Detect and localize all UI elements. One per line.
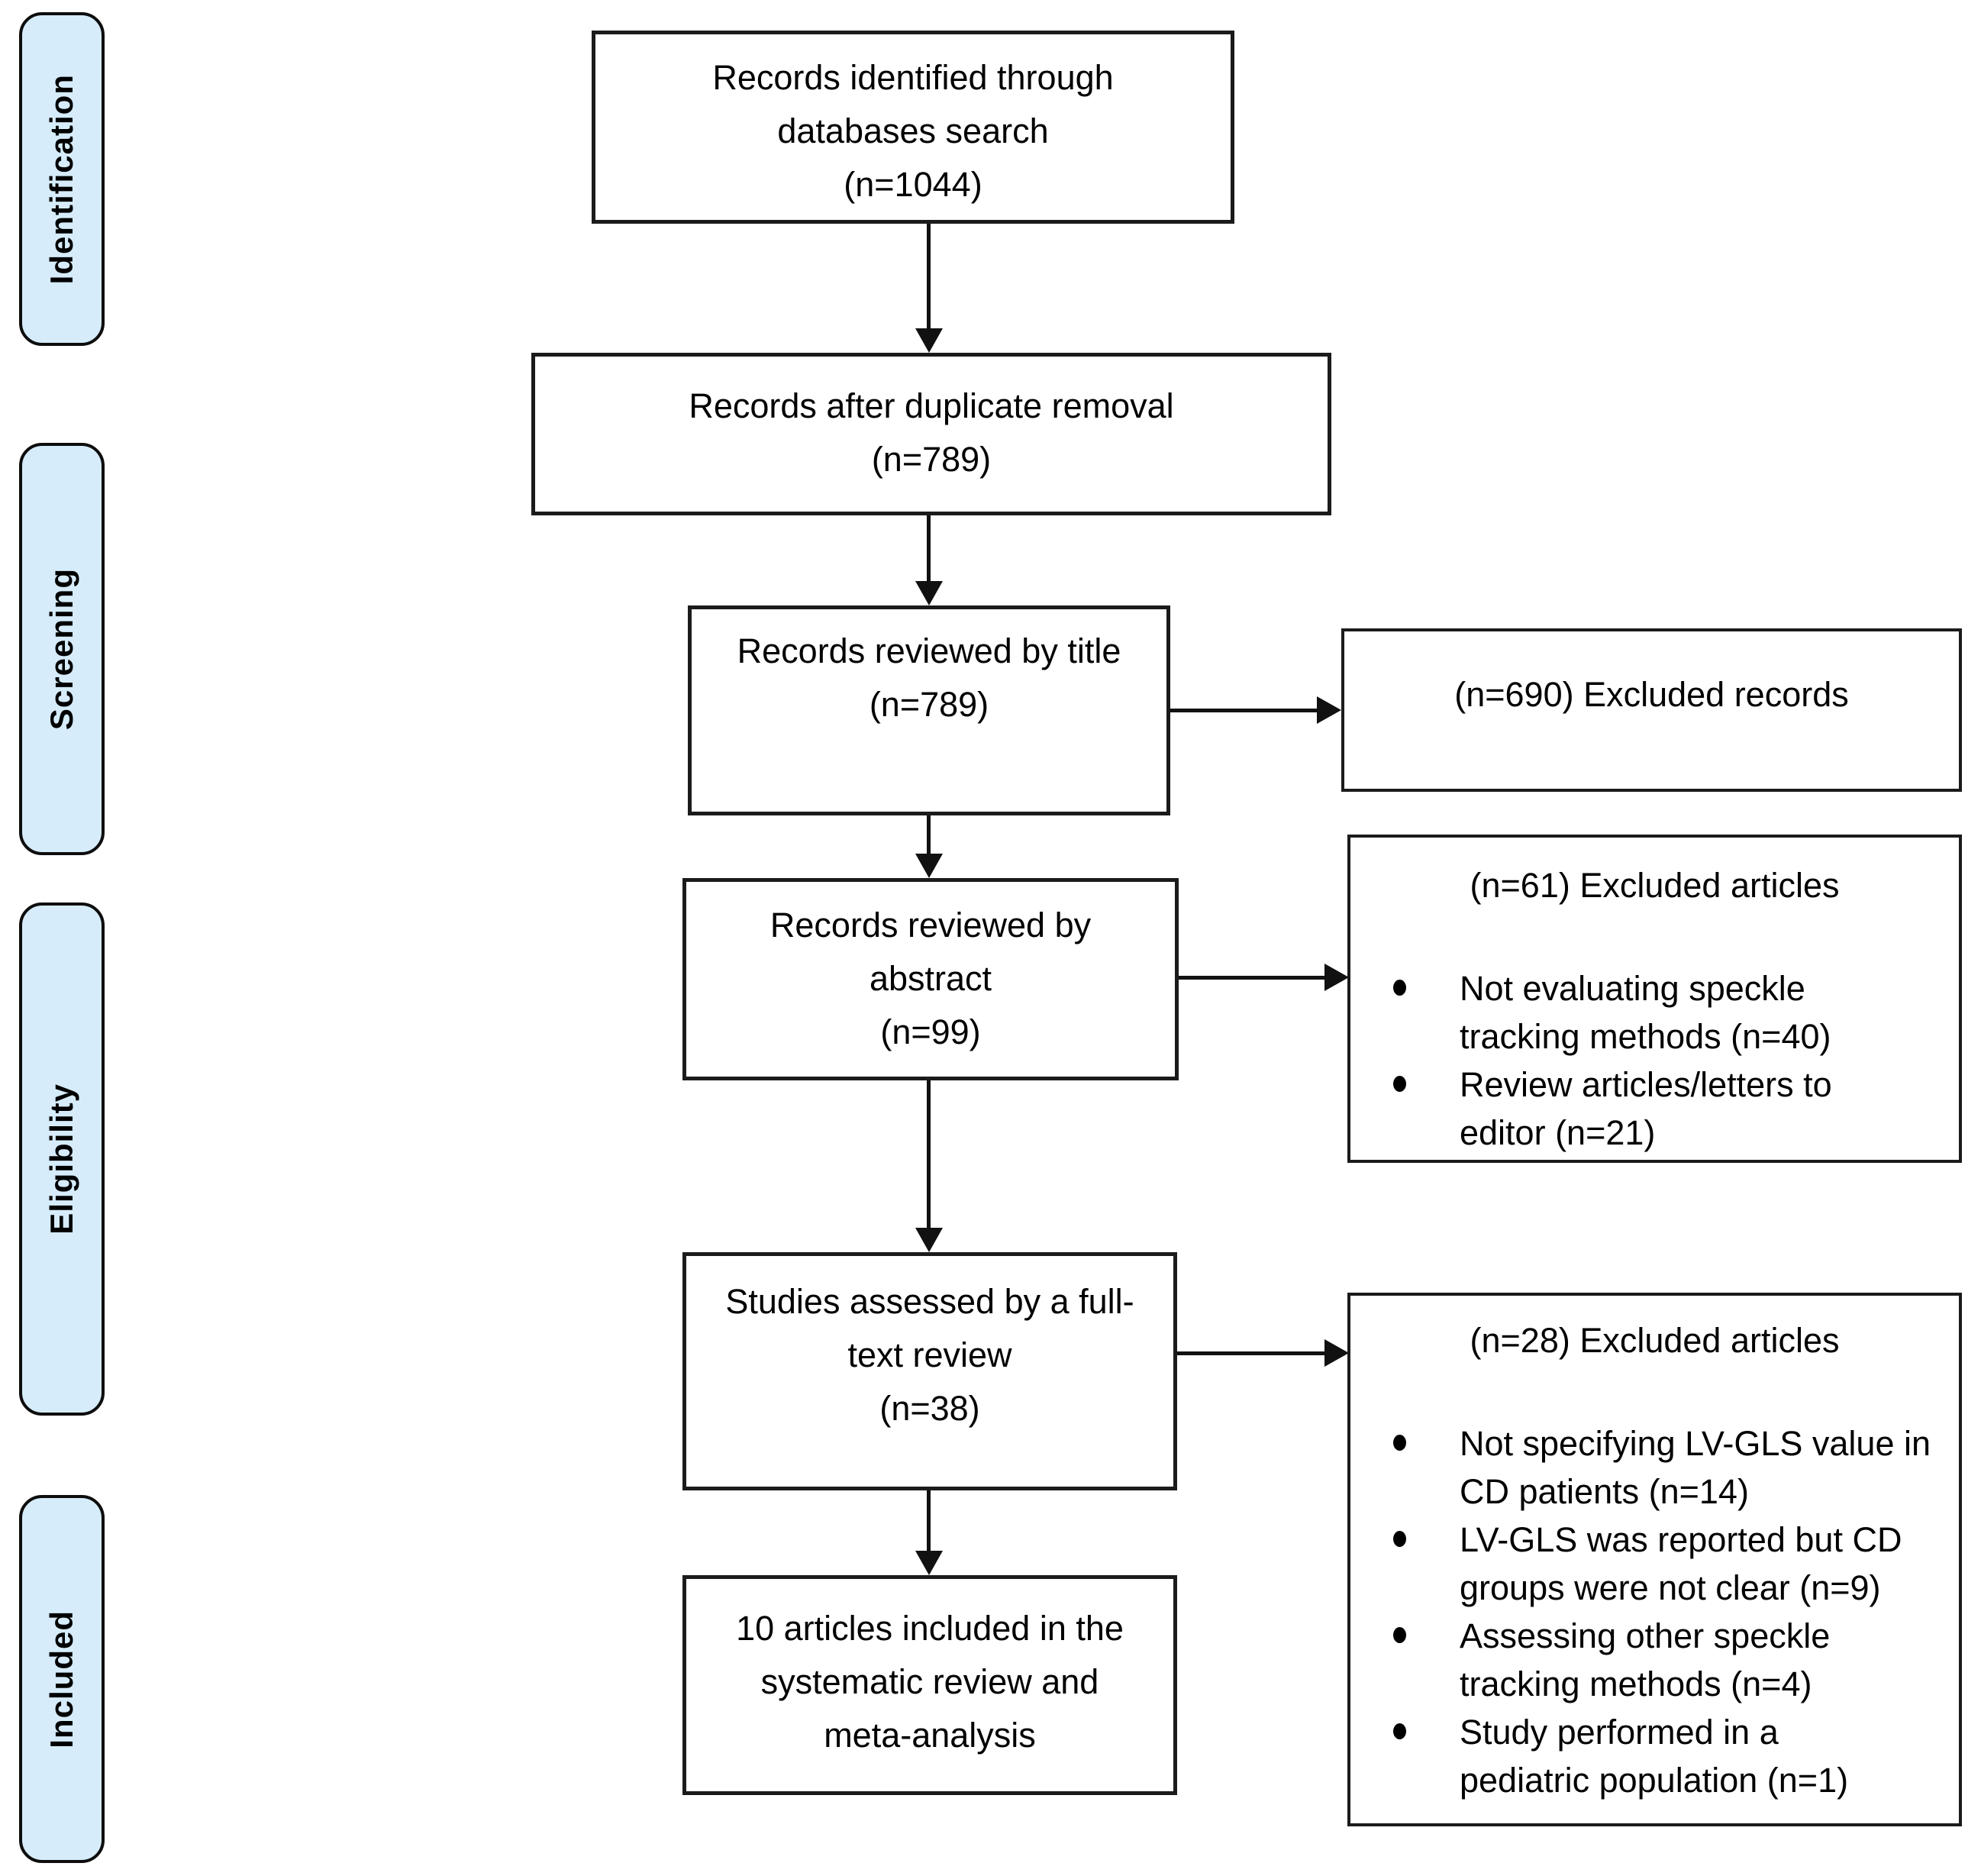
phase-box-included: Included: [19, 1495, 105, 1863]
exclusion-box-fulltext-review: (n=28) Excluded articles Not specifying …: [1347, 1293, 1962, 1826]
exclusion-bullet-list: Not specifying LV-GLS value in CD patien…: [1350, 1419, 1959, 1804]
bullet-dot-icon: [1393, 1435, 1406, 1451]
flow-box-fulltext-review: Studies assessed by a full- text review …: [682, 1252, 1177, 1490]
phase-box-identification: Identification: [19, 12, 105, 346]
arrow-down-5-head: [915, 1551, 943, 1575]
arrow-right-3-line: [1177, 1351, 1324, 1355]
arrow-down-4-line: [927, 1080, 931, 1228]
arrow-down-2-head: [915, 581, 943, 605]
arrow-down-3-head: [915, 854, 943, 878]
exclusion-bullet-text: Not specifying LV-GLS value in CD patien…: [1460, 1424, 1931, 1511]
arrow-right-2-head: [1324, 964, 1349, 991]
phase-label-screening: Screening: [44, 567, 79, 731]
bullet-dot-icon: [1393, 980, 1406, 996]
bullet-dot-icon: [1393, 1076, 1406, 1092]
exclusion-bullet-text: Study performed in a pediatric populatio…: [1460, 1713, 1849, 1800]
exclusion-bullet-text: Not evaluating speckle tracking methods …: [1460, 969, 1831, 1056]
exclusion-title: (n=61) Excluded articles: [1470, 866, 1840, 905]
flow-box-abstract-review: Records reviewed by abstract (n=99): [682, 878, 1179, 1080]
exclusion-bullet-text: Review articles/letters to editor (n=21): [1460, 1065, 1832, 1152]
phase-box-eligibility: Eligibility: [19, 902, 105, 1416]
phase-label-included: Included: [44, 1610, 79, 1748]
exclusion-bullet-item: Not specifying LV-GLS value in CD patien…: [1350, 1419, 1959, 1516]
exclusion-bullet-text: LV-GLS was reported but CD groups were n…: [1460, 1520, 1902, 1607]
exclusion-bullet-item: Study performed in a pediatric populatio…: [1350, 1708, 1959, 1804]
flow-box-title-review: Records reviewed by title (n=789): [688, 605, 1170, 815]
arrow-down-3-line: [927, 815, 931, 854]
exclusion-bullet-list: Not evaluating speckle tracking methods …: [1350, 964, 1959, 1157]
exclusion-bullet-item: Review articles/letters to editor (n=21): [1350, 1061, 1959, 1157]
arrow-down-5-line: [927, 1490, 931, 1551]
exclusion-box-abstract-review: (n=61) Excluded articles Not evaluating …: [1347, 835, 1962, 1163]
bullet-dot-icon: [1393, 1531, 1406, 1547]
exclusion-bullet-item: Not evaluating speckle tracking methods …: [1350, 964, 1959, 1061]
arrow-down-4-head: [915, 1228, 943, 1252]
arrow-down-1-head: [915, 328, 943, 353]
flow-box-duplicate-removal: Records after duplicate removal (n=789): [531, 353, 1331, 515]
exclusion-box-title-review: (n=690) Excluded records: [1341, 628, 1962, 792]
arrow-right-2-line: [1179, 976, 1324, 980]
exclusion-bullet-item: Assessing other speckle tracking methods…: [1350, 1612, 1959, 1708]
arrow-down-1-line: [927, 224, 931, 328]
arrow-right-1-head: [1317, 696, 1341, 724]
flow-box-records-identified: Records identified through databases sea…: [592, 31, 1234, 224]
flow-box-included-articles: 10 articles included in the systematic r…: [682, 1575, 1177, 1795]
exclusion-bullet-item: LV-GLS was reported but CD groups were n…: [1350, 1516, 1959, 1612]
arrow-right-3-head: [1324, 1339, 1349, 1367]
exclusion-bullet-text: Assessing other speckle tracking methods…: [1460, 1616, 1831, 1703]
bullet-dot-icon: [1393, 1627, 1406, 1643]
exclusion-title: (n=28) Excluded articles: [1470, 1321, 1840, 1360]
phase-box-screening: Screening: [19, 443, 105, 855]
bullet-dot-icon: [1393, 1723, 1406, 1739]
phase-label-identification: Identification: [44, 73, 79, 285]
arrow-down-2-line: [927, 515, 931, 581]
arrow-right-1-line: [1170, 709, 1317, 712]
phase-label-eligibility: Eligibility: [44, 1083, 79, 1235]
exclusion-title: (n=690) Excluded records: [1454, 675, 1849, 714]
